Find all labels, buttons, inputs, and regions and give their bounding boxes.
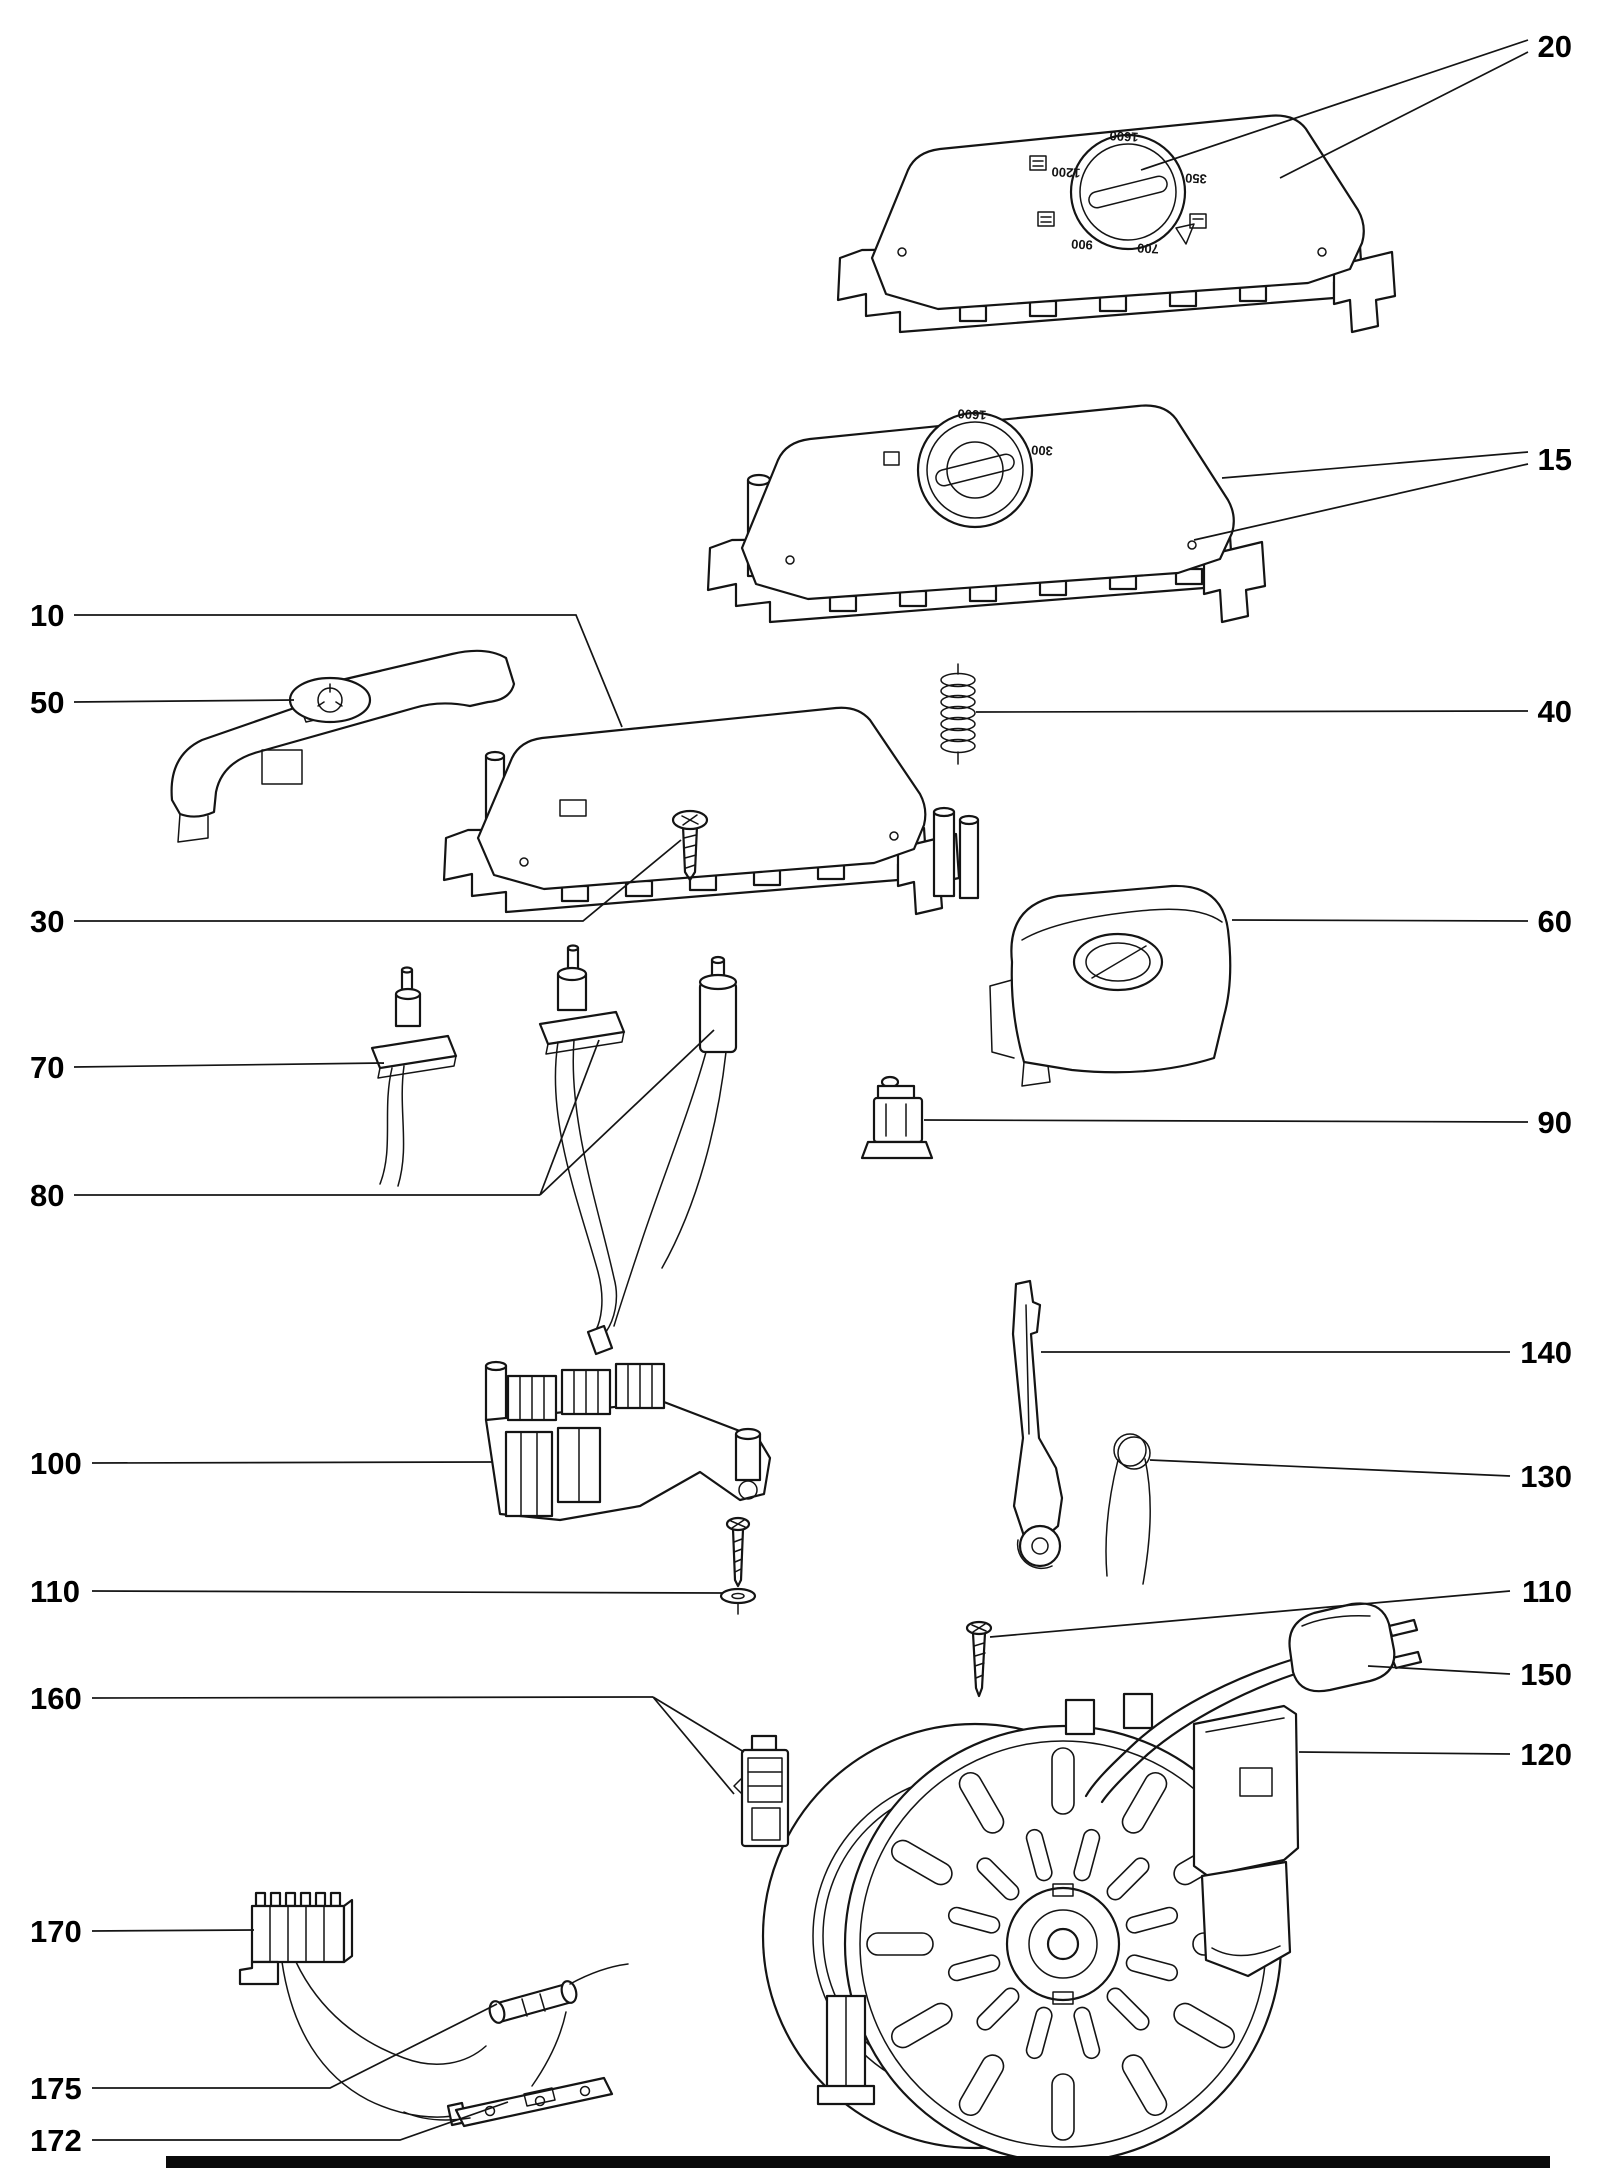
leader-130: [1149, 1459, 1511, 1477]
part-50-trim-cover: [170, 649, 516, 843]
part-30-screw: [671, 809, 709, 882]
callout-50: 50: [30, 685, 64, 720]
leader-30: [74, 839, 682, 922]
part-110-screw-right: [965, 1620, 993, 1698]
dial-mark: 300: [1031, 442, 1053, 458]
leader-80a: [539, 1039, 600, 1196]
callout-40: 40: [1538, 694, 1572, 729]
part-175-fuse: [488, 1963, 629, 2087]
callout-30: 30: [30, 904, 64, 939]
part-140-lever: [1011, 1279, 1064, 1570]
part-130-spring: [1105, 1433, 1151, 1585]
leader-80b: [539, 1029, 715, 1196]
reel-right-bracket: [1192, 1704, 1300, 1878]
callout-15: 15: [1538, 442, 1572, 477]
leader-70: [73, 1062, 385, 1068]
callout-150: 150: [1520, 1657, 1572, 1692]
callout-160: 160: [30, 1681, 82, 1716]
callout-110-right: 110: [1522, 1574, 1572, 1609]
part-70-switch-b: [538, 944, 626, 1333]
leader-170: [91, 1929, 255, 1932]
leader-40: [975, 710, 1529, 713]
leader-172: [92, 2101, 509, 2141]
callout-130: 130: [1520, 1459, 1572, 1494]
leader-50: [73, 699, 295, 703]
leader-110-right: [989, 1590, 1511, 1638]
callout-20: 20: [1538, 29, 1572, 64]
part-170-terminal-block: [238, 1891, 487, 2118]
leader-150: [1367, 1665, 1511, 1675]
callout-labels: 20 15 10 50 40 30 60 70 90 80 100 140 13…: [30, 29, 1572, 2158]
dial-mark: 900: [1071, 236, 1093, 252]
leader-90: [923, 1119, 1529, 1123]
leader-160b: [652, 1696, 735, 1795]
roller: [1018, 1524, 1062, 1568]
callout-100: 100: [30, 1446, 82, 1481]
callout-110-left: 110: [30, 1574, 80, 1609]
part-10-lower-housing: [442, 706, 980, 916]
callout-175: 175: [30, 2071, 82, 2106]
part-110-screw-left: [719, 1516, 757, 1615]
power-dial: [1069, 133, 1187, 251]
dial-mark: 700: [1137, 240, 1159, 256]
dial-icon: [883, 451, 900, 466]
callout-140: 140: [1520, 1335, 1572, 1370]
dial-mark: 1600: [957, 406, 987, 422]
part-160-connector: [733, 1734, 790, 1848]
callout-70: 70: [30, 1050, 64, 1085]
leader-15b: [1193, 463, 1529, 541]
leader-175: [92, 2003, 498, 2089]
leader-160a: [652, 1696, 745, 1753]
leader-160: [91, 1696, 654, 1699]
part-100-connector-bracket: [484, 1360, 772, 1522]
leader-100: [91, 1461, 493, 1464]
plug-pin: [1387, 1618, 1419, 1638]
callout-80: 80: [30, 1178, 64, 1213]
leader-20b: [1279, 51, 1529, 179]
part-90-switch: [860, 1075, 934, 1160]
power-dial: [916, 411, 1034, 529]
part-60-pedal-cover: [989, 884, 1232, 1087]
part-20-top-cover: 1600 1200 350 900 700: [836, 114, 1397, 334]
dial-icons: [1029, 155, 1207, 245]
part-120-cord-reel: [761, 1692, 1300, 2164]
wire-connector: [586, 1324, 614, 1356]
leader-120: [1298, 1751, 1511, 1755]
callout-170: 170: [30, 1914, 82, 1949]
leader-15a: [1221, 451, 1529, 479]
part-70-switch-a: [370, 966, 458, 1187]
leader-110-left: [91, 1590, 724, 1594]
callout-120: 120: [1520, 1737, 1572, 1772]
bottom-rule: [166, 2156, 1550, 2168]
callout-90: 90: [1538, 1105, 1572, 1140]
part-40-spring: [940, 663, 976, 765]
leader-10: [74, 614, 623, 728]
part-15-middle-cover: 1600 300: [706, 404, 1267, 624]
dial-mark: 350: [1185, 170, 1207, 186]
triangle-icon: [1175, 223, 1195, 245]
leader-60: [1231, 919, 1529, 922]
leader-lines: [73, 39, 1529, 2141]
leader-20a: [1140, 39, 1529, 171]
part-172-holder-strip: [403, 2076, 614, 2128]
dial-mark: 1600: [1109, 128, 1139, 144]
plug-pin: [1390, 1650, 1423, 1670]
dial-mark: 1200: [1051, 164, 1081, 180]
callout-60: 60: [1538, 904, 1572, 939]
callout-10: 10: [30, 598, 64, 633]
part-150-mains-plug: [1084, 1602, 1423, 1804]
callout-172: 172: [30, 2123, 82, 2158]
